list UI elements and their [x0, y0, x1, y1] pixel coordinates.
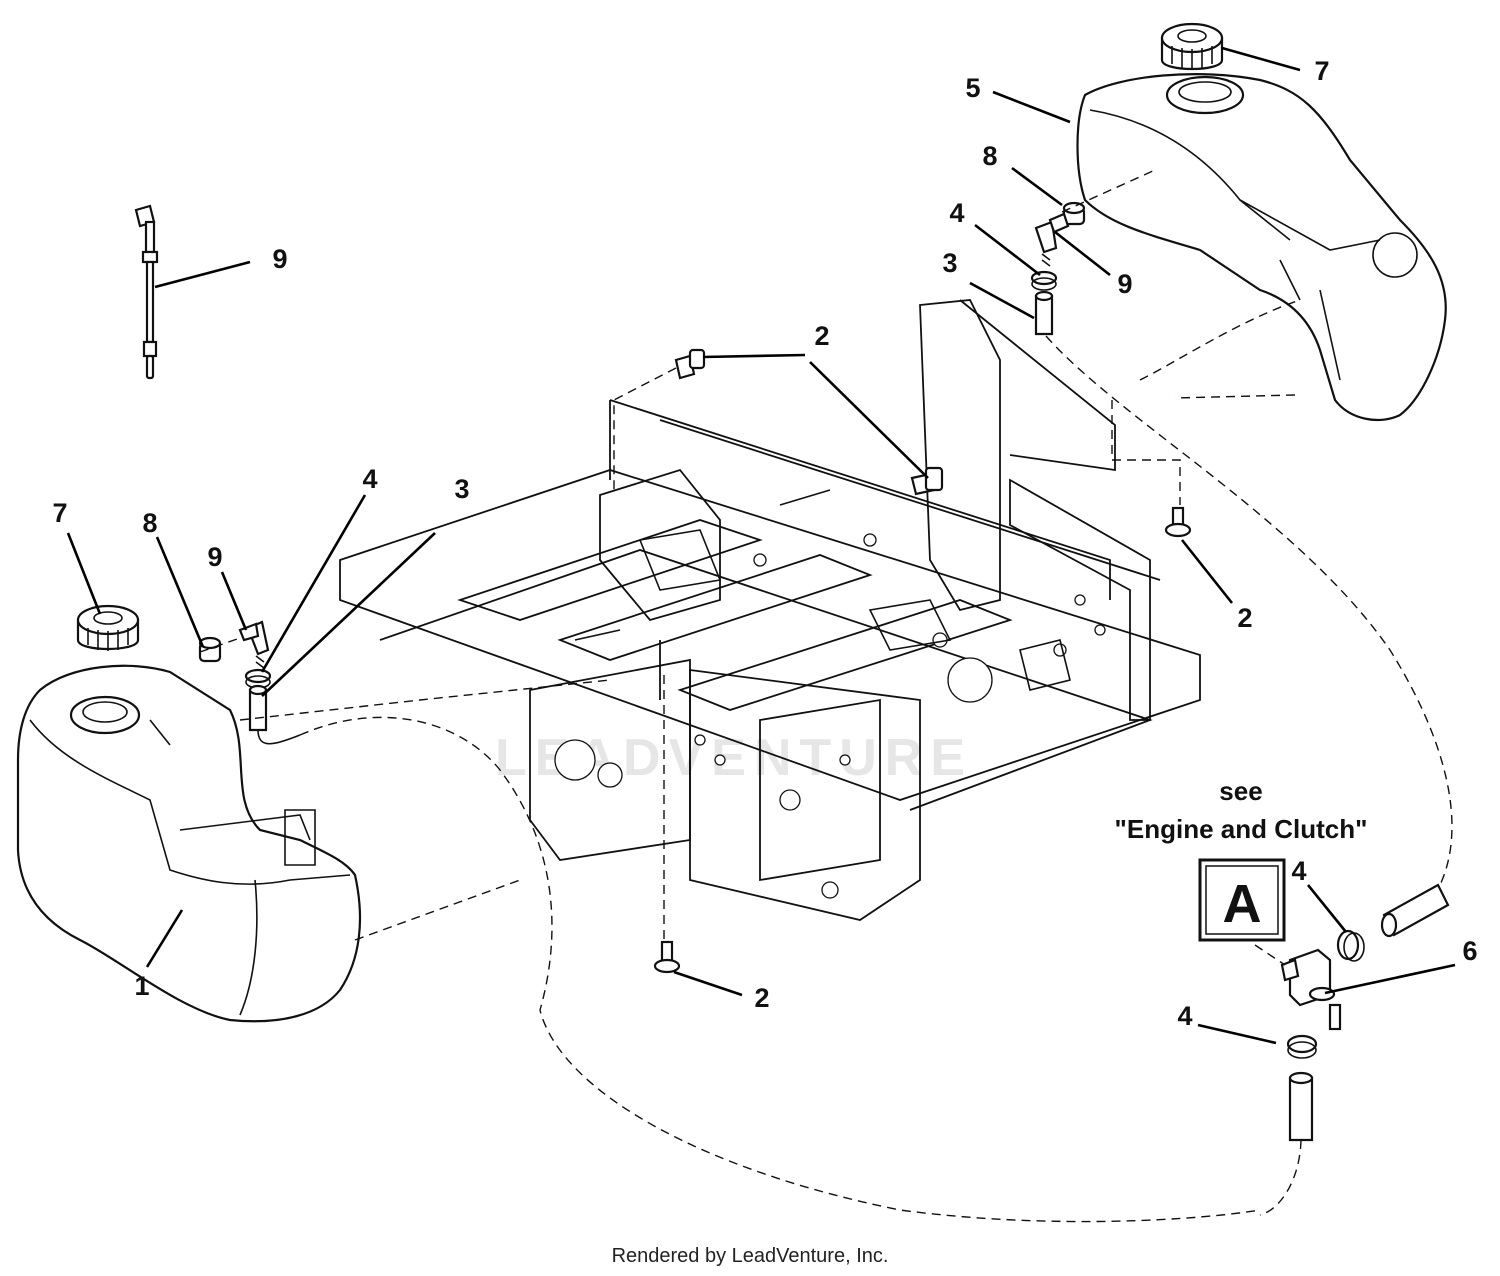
assembly-lines: [199, 169, 1453, 1223]
bolt-right: [1164, 506, 1192, 538]
callout-3-left-hose: 3: [454, 474, 469, 504]
right-fuel-cap: [1160, 22, 1224, 71]
fuel-shutoff-valve: [1280, 948, 1342, 1031]
leader-lines: [66, 46, 1456, 1045]
mower-frame: [339, 299, 1201, 921]
callout-7-right-cap: 7: [1314, 56, 1329, 86]
left-fuel-tank: [16, 664, 362, 1023]
callout-4-left-clamp: 4: [362, 464, 377, 494]
callout-1-left-tank: 1: [134, 971, 149, 1001]
valve-hose-upper: [1380, 883, 1450, 938]
bolt-top: [674, 348, 706, 380]
reference-section: "Engine and Clutch": [1115, 814, 1368, 844]
reference-box-a: A: [1198, 858, 1286, 942]
callout-3-right-hose: 3: [942, 248, 957, 278]
right-fuel-hose: [1034, 290, 1054, 336]
callout-numbers: 9 7 5 8 4 9 3 2 2 2 4 3 7 8 9 1 4 6 4: [52, 56, 1477, 1031]
callout-4-valve-lower-clamp: 4: [1177, 1001, 1192, 1031]
valve-hose-lower: [1288, 1071, 1314, 1142]
right-hose-clamp: [1030, 270, 1058, 291]
valve-clamp-lower: [1286, 1034, 1318, 1059]
left-hose-clamp: [244, 668, 272, 689]
callout-8-right-bushing: 8: [982, 141, 997, 171]
left-elbow-fitting: [238, 620, 270, 669]
callout-4-valve-upper-clamp: 4: [1291, 856, 1306, 886]
callout-4-right-clamp: 4: [949, 198, 964, 228]
callout-2-right-bolt: 2: [1237, 603, 1252, 633]
left-fuel-hose: [248, 684, 301, 745]
left-fuel-cap: [76, 604, 140, 651]
reference-see: see: [1219, 776, 1262, 806]
bolt-bottom: [653, 940, 681, 974]
callout-9-fitting-tube: 9: [272, 244, 287, 274]
callout-2-bottom-bolt: 2: [754, 983, 769, 1013]
callout-9-right-fitting: 9: [1117, 269, 1132, 299]
callout-2-top-bolt: 2: [814, 321, 829, 351]
right-fuel-tank: [1076, 73, 1447, 422]
left-bushing: [198, 636, 222, 663]
callout-8-left-bushing: 8: [142, 508, 157, 538]
valve-clamp-upper: [1336, 929, 1365, 962]
bolt-middle: [910, 466, 944, 496]
reference-letter: A: [1223, 874, 1262, 934]
callout-9-left-fitting: 9: [207, 542, 222, 572]
callout-7-left-cap: 7: [52, 498, 67, 528]
fuel-fitting-with-tube: [134, 204, 159, 380]
right-elbow-fitting: [1034, 212, 1070, 267]
callout-5-right-tank: 5: [965, 73, 980, 103]
callout-6-valve: 6: [1462, 936, 1477, 966]
footer-credit: Rendered by LeadVenture, Inc.: [612, 1245, 889, 1267]
